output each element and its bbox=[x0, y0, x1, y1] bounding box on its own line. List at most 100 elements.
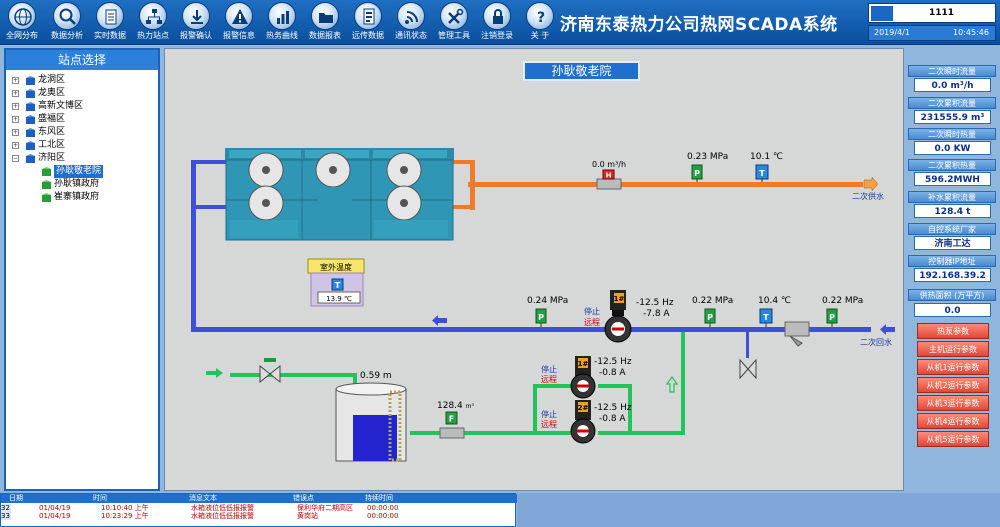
makeup-flow-value: 128.4 m³ bbox=[437, 401, 474, 411]
metric-label: 供热面积 (万平方) bbox=[908, 289, 996, 301]
toolbar-button-remote-data[interactable]: 远传数据 bbox=[348, 2, 388, 43]
return-pipe-main bbox=[193, 327, 871, 332]
supply-temp-sensor[interactable]: T bbox=[755, 164, 769, 182]
return-bypass-valve[interactable] bbox=[739, 358, 757, 380]
tree-node-longdong[interactable]: + 龙洞区 bbox=[12, 75, 66, 85]
master-run-params-button[interactable]: 主机运行参数 bbox=[917, 341, 989, 357]
svg-text:T: T bbox=[763, 313, 769, 322]
district-icon bbox=[26, 115, 35, 124]
district-icon bbox=[26, 76, 35, 85]
tree-node-gaoxin[interactable]: + 高新文博区 bbox=[12, 101, 84, 111]
toolbar-button-trend-curve[interactable]: 热务曲线 bbox=[262, 2, 302, 43]
supply-pipe-manifold bbox=[470, 160, 475, 210]
collapse-toggle-icon[interactable]: − bbox=[12, 155, 19, 162]
expand-toggle-icon[interactable]: + bbox=[12, 77, 19, 84]
station-icon bbox=[42, 167, 51, 176]
tree-node-cuizhai-gov[interactable]: 崔寨镇政府 bbox=[6, 191, 158, 204]
toolbar-button-realtime-data[interactable]: 实时数据 bbox=[90, 2, 130, 43]
expand-toggle-icon[interactable]: + bbox=[12, 129, 19, 136]
circulation-pump[interactable]: 1# bbox=[604, 290, 632, 343]
toolbar-button-alarm-confirm[interactable]: 报警确认 bbox=[176, 2, 216, 43]
makeup-to-return bbox=[628, 431, 684, 435]
system-title: 济南东泰热力公司热网SCADA系统 bbox=[560, 15, 838, 35]
tree-node-dongfeng[interactable]: + 东风区 bbox=[12, 127, 66, 137]
user-id: 1111 bbox=[929, 8, 955, 18]
return-pipe bbox=[191, 160, 895, 358]
return-pressure-gauge-inlet[interactable]: P bbox=[826, 308, 838, 327]
chart-icon bbox=[268, 2, 296, 30]
tree-node-longao[interactable]: + 龙奥区 bbox=[12, 88, 66, 98]
makeup-riser bbox=[681, 332, 685, 435]
circ-pump-current: -7.8 A bbox=[643, 309, 670, 319]
network-icon bbox=[139, 2, 167, 30]
return-strainer[interactable] bbox=[784, 321, 810, 347]
metric-value: 0.0 bbox=[914, 303, 991, 317]
current-date: 2019/4/1 bbox=[874, 28, 910, 37]
station-icon bbox=[42, 180, 51, 189]
status-bar-filler bbox=[517, 493, 1000, 527]
svg-text:T: T bbox=[335, 281, 341, 290]
supply-heat-meter[interactable]: H bbox=[596, 169, 622, 190]
toolbar-button-data-report[interactable]: 数据报表 bbox=[305, 2, 345, 43]
toolbar-button-data-analysis[interactable]: 数据分析 bbox=[47, 2, 87, 43]
tree-node-shengfu[interactable]: + 盛福区 bbox=[12, 114, 66, 124]
alarm-log[interactable]: 日期 时间 消息文本 错误点 持续时间 32 01/04/19 10:10:40… bbox=[0, 493, 517, 527]
metric-value: 192.168.39.2 bbox=[914, 268, 991, 282]
document-icon bbox=[96, 2, 124, 30]
slave5-run-params-button[interactable]: 从机5运行参数 bbox=[917, 431, 989, 447]
makeup-pump-2[interactable]: 2# bbox=[570, 400, 596, 444]
toolbar-button-alarm-info[interactable]: 报警信息 bbox=[219, 2, 259, 43]
makeup-inlet-valve[interactable] bbox=[259, 358, 281, 384]
svg-text:13.9 ℃: 13.9 ℃ bbox=[326, 295, 352, 303]
makeup-pump1-freq: -12.5 Hz bbox=[594, 357, 632, 367]
alarm-row[interactable]: 33 01/04/19 10:23:29 上午 水箱液位低低报报警 黄岗站 00… bbox=[1, 512, 399, 520]
tree-node-gongbei[interactable]: + 工北区 bbox=[12, 140, 66, 150]
pump-id-badge bbox=[614, 293, 624, 303]
slave1-run-params-button[interactable]: 从机1运行参数 bbox=[917, 359, 989, 375]
heat-pump-params-button[interactable]: 热泵参数 bbox=[917, 323, 989, 339]
makeup-pump2-mode: 远程 bbox=[541, 420, 557, 429]
supply-pipe-main bbox=[468, 182, 863, 187]
return-pipe-riser bbox=[191, 160, 196, 332]
tree-node-sungeng-gov[interactable]: 孙耿镇政府 bbox=[6, 178, 158, 191]
current-time: 10:45:46 bbox=[953, 28, 989, 37]
return-temp-sensor[interactable]: T bbox=[759, 308, 773, 327]
toolbar-button-admin-tools[interactable]: 管理工具 bbox=[434, 2, 474, 43]
toolbar-button-network-map[interactable]: 全网分布 bbox=[2, 2, 42, 43]
tree-node-jiyang[interactable]: − 济阳区 bbox=[12, 153, 66, 163]
outdoor-temp-sensor-icon bbox=[331, 278, 344, 291]
slave2-run-params-button[interactable]: 从机2运行参数 bbox=[917, 377, 989, 393]
return-pipe-stub bbox=[191, 160, 227, 164]
makeup-flow-meter[interactable]: F bbox=[439, 411, 465, 439]
makeup-pump2-freq: -12.5 Hz bbox=[594, 403, 632, 413]
svg-text:P: P bbox=[707, 313, 713, 322]
toolbar-button-heat-stations[interactable]: 热力站点 bbox=[133, 2, 173, 43]
slave4-run-params-button[interactable]: 从机4运行参数 bbox=[917, 413, 989, 429]
tank-level-value: 0.59 m bbox=[360, 371, 392, 381]
alarm-row[interactable]: 32 01/04/19 10:10:40 上午 水箱液位低低报报警 保利华府二期… bbox=[1, 504, 399, 512]
expand-toggle-icon[interactable]: + bbox=[12, 103, 19, 110]
expand-toggle-icon[interactable]: + bbox=[12, 142, 19, 149]
makeup-pump-1[interactable]: 1# bbox=[570, 356, 596, 399]
supply-pressure-gauge[interactable]: P bbox=[691, 164, 703, 182]
tree-node-sungeng-nursing-home[interactable]: 孙耿敬老院 bbox=[6, 165, 158, 178]
svg-text:室外温度: 室外温度 bbox=[320, 262, 352, 272]
expand-toggle-icon[interactable]: + bbox=[12, 116, 19, 123]
makeup-up-arrow-icon bbox=[665, 375, 679, 393]
outdoor-temp-widget: 室外温度 T 13.9 ℃ bbox=[307, 258, 365, 307]
toolbar-button-about[interactable]: ? 关 于 bbox=[520, 2, 560, 43]
toolbar-button-comm-status[interactable]: 通讯状态 bbox=[391, 2, 431, 43]
metric-label: 二次累积热量 bbox=[908, 159, 996, 171]
slave3-run-params-button[interactable]: 从机3运行参数 bbox=[917, 395, 989, 411]
return-pressure-gauge-out[interactable]: P bbox=[704, 308, 716, 327]
svg-text:P: P bbox=[694, 169, 700, 178]
return-pressure-gauge-in[interactable]: P bbox=[535, 308, 547, 327]
svg-text:H: H bbox=[606, 172, 612, 180]
metric-value: 231555.9 m³ bbox=[914, 110, 991, 124]
makeup-inlet-arrow-icon bbox=[206, 368, 223, 378]
signal-icon bbox=[397, 2, 425, 30]
makeup-inlet-drop bbox=[353, 373, 357, 389]
toolbar-button-logout[interactable]: 注销登录 bbox=[477, 2, 517, 43]
expand-toggle-icon[interactable]: + bbox=[12, 90, 19, 97]
